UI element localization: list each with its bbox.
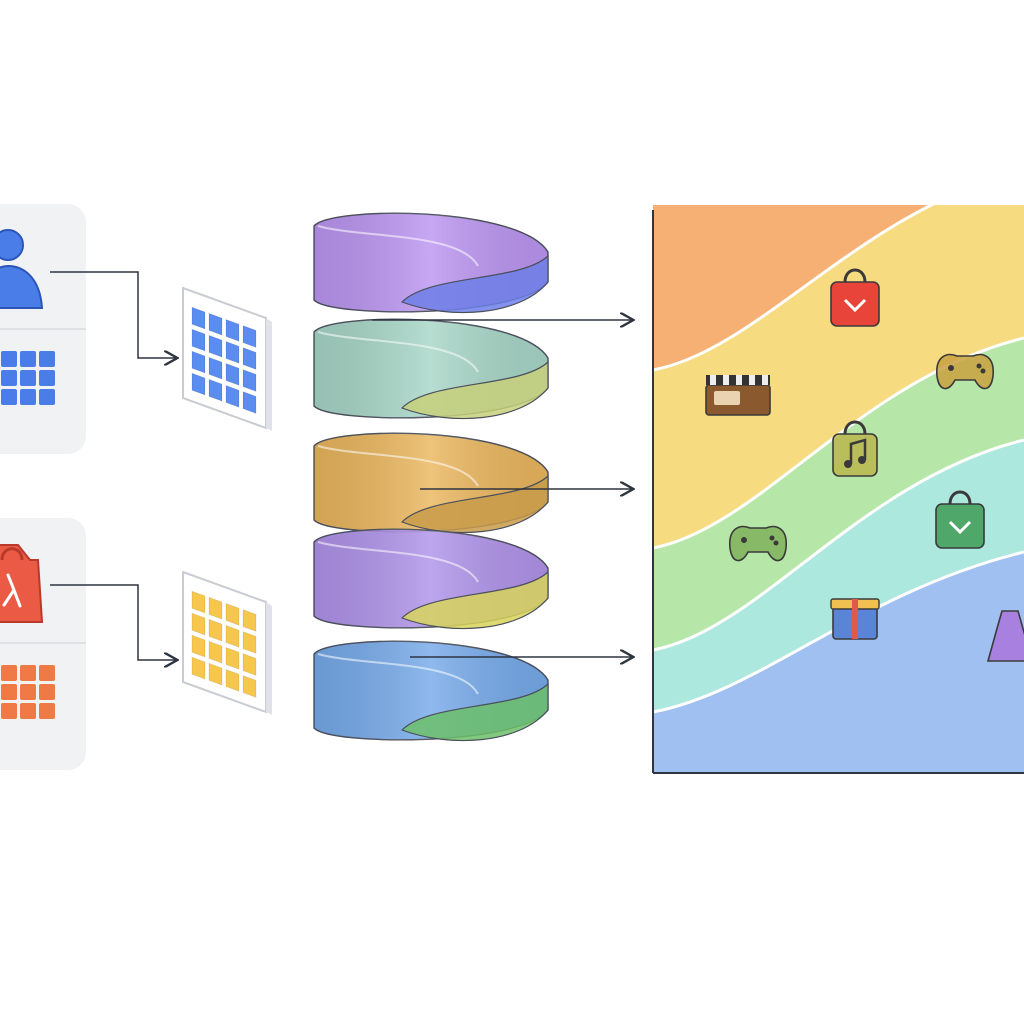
game-controller-icon <box>936 353 994 390</box>
feature-grid-icon <box>1 351 55 405</box>
grid-cell <box>191 590 206 614</box>
grid-cell <box>20 389 36 405</box>
item-input-card <box>0 518 86 770</box>
gift-box-icon <box>830 598 880 640</box>
embedding-band <box>653 205 1024 548</box>
grid-cell <box>225 384 240 408</box>
grid-cell <box>1 370 17 386</box>
embedding-items <box>705 268 1024 662</box>
grid-cell <box>39 351 55 367</box>
grid-cell <box>208 662 223 686</box>
grid-cell <box>39 665 55 681</box>
game-controller-icon <box>729 525 787 562</box>
shopping-bag-icon <box>0 544 44 623</box>
user-input-card <box>0 204 86 454</box>
helix-band <box>313 528 549 630</box>
grid-cell <box>39 703 55 719</box>
grid-cell <box>191 306 206 330</box>
grid-cell <box>225 646 240 670</box>
grid-cell <box>225 668 240 692</box>
grid-cell <box>208 378 223 402</box>
helix-band <box>313 212 549 314</box>
grid-cell <box>1 684 17 700</box>
grid-cell <box>225 362 240 386</box>
grid-cell <box>225 318 240 342</box>
grid-cell <box>191 350 206 374</box>
grid-cell <box>20 703 36 719</box>
helix-band <box>313 432 549 534</box>
grid-cell <box>191 328 206 352</box>
helix-band <box>313 318 549 420</box>
grid-cell <box>20 370 36 386</box>
grid-cell <box>1 351 17 367</box>
embedding-band <box>653 338 1024 650</box>
connector-arrow <box>50 271 176 358</box>
embedding-band <box>653 552 1024 773</box>
grid-cell <box>1 665 17 681</box>
shopping-bag-icon <box>830 268 880 327</box>
embedding-grid-icon <box>191 590 257 699</box>
grid-cell <box>39 370 55 386</box>
grid-cell <box>208 334 223 358</box>
grid-cell <box>242 390 257 415</box>
embedding-space <box>652 205 1024 774</box>
grid-cell <box>39 389 55 405</box>
embedding-bands <box>653 205 1024 773</box>
grid-cell <box>1 703 17 719</box>
user-embedding-tile <box>182 286 272 431</box>
grid-cell <box>39 684 55 700</box>
grid-cell <box>208 312 223 336</box>
grid-cell <box>208 640 223 664</box>
grid-cell <box>20 665 36 681</box>
feature-grid-icon <box>1 665 55 719</box>
spiral-embedding-model <box>313 212 549 742</box>
grid-cell <box>242 630 257 655</box>
grid-cell <box>20 351 36 367</box>
dress-icon <box>986 610 1024 662</box>
grid-cell <box>225 624 240 648</box>
item-embedding-tile <box>182 570 272 715</box>
grid-cell <box>208 618 223 642</box>
embedding-band <box>653 205 1024 370</box>
connector-arrow <box>50 584 176 660</box>
grid-cell <box>191 656 206 680</box>
film-clapper-icon <box>705 375 771 416</box>
grid-cell <box>242 652 257 677</box>
grid-cell <box>242 368 257 393</box>
grid-cell <box>1 389 17 405</box>
grid-cell <box>242 346 257 371</box>
shopping-bag-icon <box>935 490 985 549</box>
grid-cell <box>20 684 36 700</box>
grid-cell <box>225 602 240 626</box>
user-icon <box>0 229 44 309</box>
music-bag-icon <box>832 420 878 477</box>
grid-cell <box>208 596 223 620</box>
grid-cell <box>191 372 206 396</box>
grid-cell <box>225 340 240 364</box>
helix-band <box>313 640 549 742</box>
grid-cell <box>242 608 257 633</box>
grid-cell <box>191 612 206 636</box>
embedding-band <box>653 440 1024 712</box>
grid-cell <box>242 324 257 349</box>
embedding-grid-icon <box>191 306 257 415</box>
grid-cell <box>208 356 223 380</box>
grid-cell <box>242 674 257 699</box>
grid-cell <box>191 634 206 658</box>
